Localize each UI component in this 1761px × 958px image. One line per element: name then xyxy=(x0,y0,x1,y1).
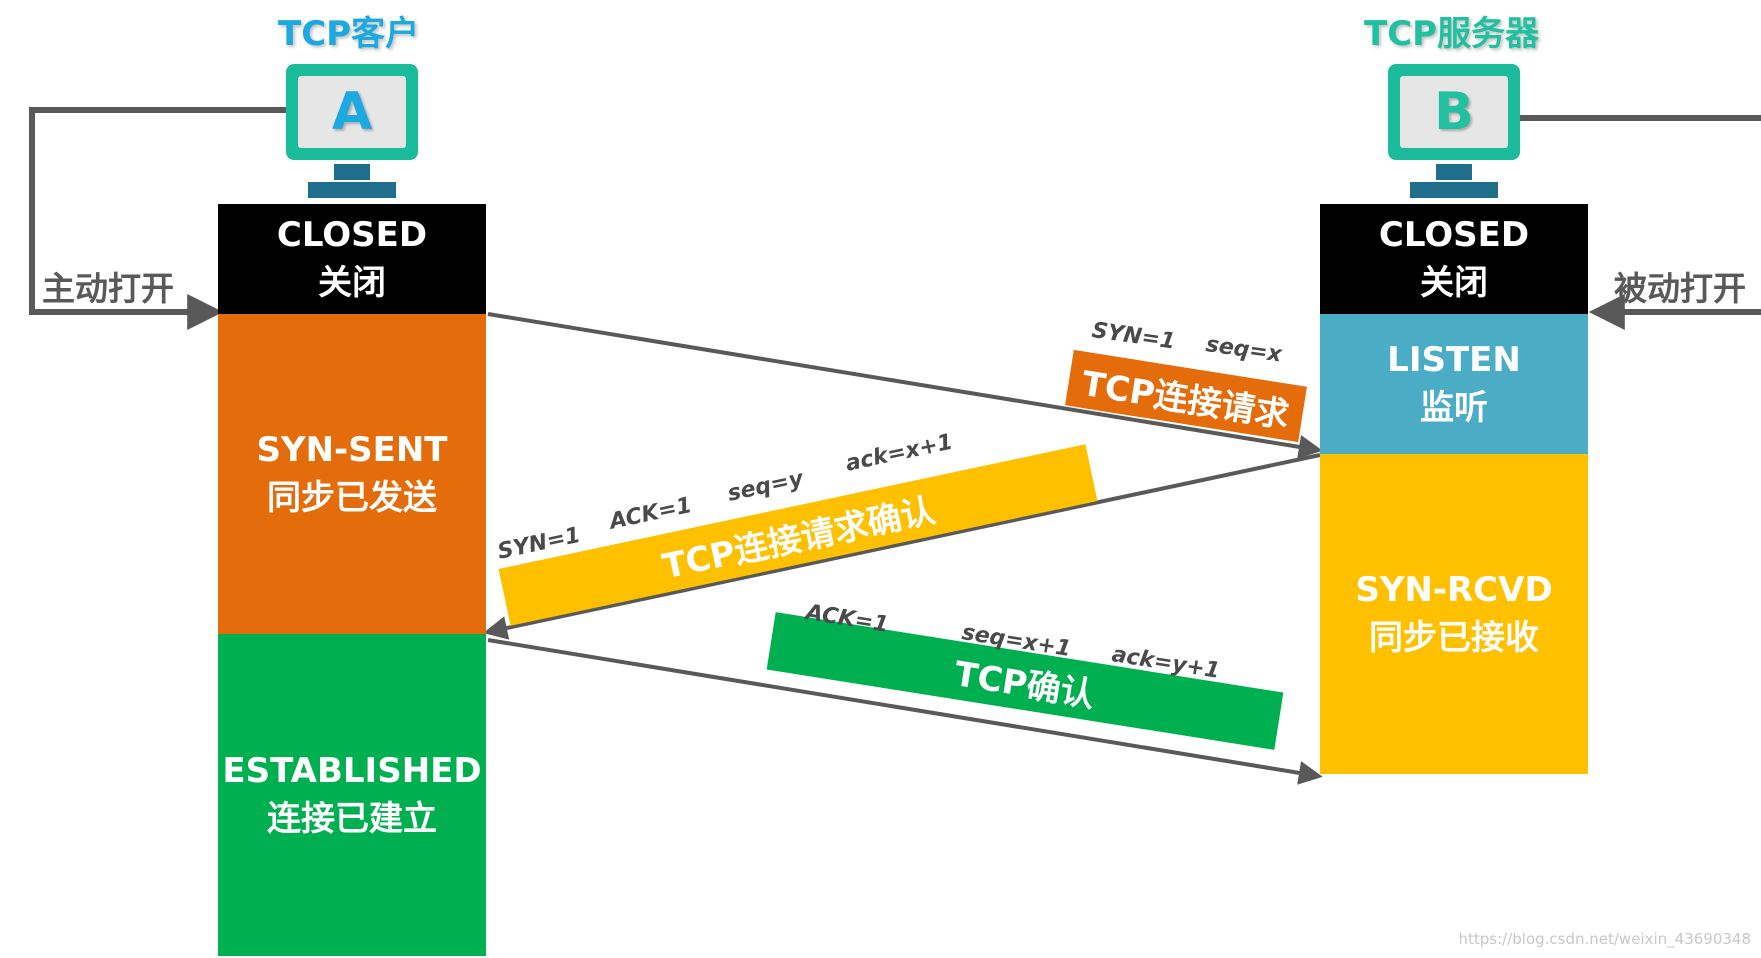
active-open-label: 主动打开 xyxy=(42,269,174,308)
server-state-closed: CLOSED 关闭 xyxy=(1320,204,1588,314)
server-state-listen: LISTEN 监听 xyxy=(1320,314,1588,454)
state-label: 关闭 xyxy=(318,263,386,303)
passive-open-label: 被动打开 xyxy=(1614,269,1746,308)
ack-arrow xyxy=(487,638,1323,785)
state-label: 连接已建立 xyxy=(267,799,437,839)
client-state-established: ESTABLISHED 连接已建立 xyxy=(218,634,486,956)
state-label: 监听 xyxy=(1420,388,1488,428)
state-label: 同步已接收 xyxy=(1369,618,1539,658)
server-monitor-icon: B xyxy=(1388,64,1520,200)
syn-ack-arrow xyxy=(483,453,1321,640)
state-name: LISTEN xyxy=(1387,340,1521,380)
state-name: CLOSED xyxy=(1378,215,1530,255)
watermark: https://blog.csdn.net/weixin_43690348 xyxy=(1458,930,1751,948)
client-title: TCP客户 xyxy=(278,14,420,54)
state-name: CLOSED xyxy=(276,215,428,255)
client-monitor-icon: A xyxy=(286,64,418,200)
server-letter: B xyxy=(1434,82,1474,142)
syn-arrow xyxy=(487,312,1323,459)
server-title: TCP服务器 xyxy=(1364,14,1540,54)
state-name: SYN-SENT xyxy=(256,430,448,470)
client-letter: A xyxy=(331,82,373,142)
server-state-syn-rcvd: SYN-RCVD 同步已接收 xyxy=(1320,454,1588,774)
state-label: 关闭 xyxy=(1420,263,1488,303)
state-name: SYN-RCVD xyxy=(1355,570,1553,610)
state-label: 同步已发送 xyxy=(267,478,437,518)
client-state-closed: CLOSED 关闭 xyxy=(218,204,486,314)
state-name: ESTABLISHED xyxy=(222,751,482,791)
client-state-syn-sent: SYN-SENT 同步已发送 xyxy=(218,314,486,634)
active-open-arrow xyxy=(29,107,290,330)
